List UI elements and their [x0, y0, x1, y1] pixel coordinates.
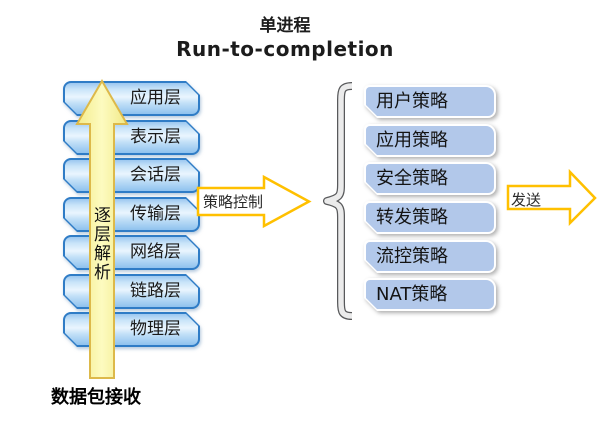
policy-box-fill: [366, 280, 494, 309]
layer-box-transport: 传输层: [63, 197, 200, 232]
layer-box-fill: [65, 276, 198, 307]
layer-label: 链路层: [130, 281, 181, 301]
layer-label: 网络层: [130, 242, 181, 262]
policy-box-border: [364, 124, 496, 157]
policy-box-border: [364, 85, 496, 118]
policy-box-border: [364, 201, 496, 234]
layer-box-fill: [65, 122, 198, 153]
layer-box-border: [63, 235, 200, 270]
layer-label: 表示层: [130, 127, 181, 147]
layer-box-fill: [65, 314, 198, 345]
policy-control-arrow-icon: [196, 174, 312, 229]
policy-box-nat: NAT策略: [364, 278, 496, 311]
policy-control-label: 策略控制: [202, 193, 263, 211]
send-label: 发送: [511, 191, 542, 209]
layer-label: 物理层: [130, 319, 181, 339]
layer-box-network: 网络层: [63, 235, 200, 270]
send-arrow-icon: [506, 168, 597, 226]
policy-box-security: 安全策略: [364, 162, 496, 195]
layer-box-physical: 物理层: [63, 312, 200, 347]
layer-box-fill: [65, 160, 198, 191]
packet-receive-label: 数据包接收: [51, 387, 141, 408]
policy-label: 流控策略: [376, 246, 448, 267]
title-line-chinese: 单进程: [259, 16, 311, 36]
layer-label: 传输层: [130, 204, 181, 224]
layer-box-link: 链路层: [63, 274, 200, 309]
policy-box-application: 应用策略: [364, 124, 496, 157]
layer-box-fill: [65, 199, 198, 230]
upward-arrow-icon: [75, 79, 129, 379]
policy-label: 安全策略: [376, 168, 448, 189]
layer-label: 应用层: [130, 88, 181, 108]
layer-box-fill: [65, 237, 198, 268]
title-line-english: Run-to-completion: [176, 37, 394, 62]
layer-box-border: [63, 197, 200, 232]
policy-label: 用户策略: [376, 91, 448, 112]
policy-label: 转发策略: [376, 207, 448, 228]
policy-box-border: [364, 162, 496, 195]
diagram-title: 单进程 Run-to-completion: [130, 16, 440, 62]
policy-box-fill: [366, 164, 494, 193]
layer-box-border: [63, 120, 200, 155]
layer-label: 会话层: [130, 165, 181, 185]
policy-box-border: [364, 240, 496, 273]
policy-box-fill: [366, 87, 494, 116]
policy-label: NAT策略: [376, 284, 448, 305]
policy-box-forwarding: 转发策略: [364, 201, 496, 234]
policy-box-fill: [366, 203, 494, 232]
policy-box-flow-control: 流控策略: [364, 240, 496, 273]
policy-box-border: [364, 278, 496, 311]
layer-box-session: 会话层: [63, 158, 200, 193]
parse-arrow-label: 逐层解析: [90, 206, 110, 282]
policy-box-fill: [366, 242, 494, 271]
policy-box-user: 用户策略: [364, 85, 496, 118]
policy-label: 应用策略: [376, 130, 448, 151]
policy-box-fill: [366, 126, 494, 155]
layer-box-border: [63, 274, 200, 309]
left-brace-icon: [323, 82, 353, 320]
layer-box-border: [63, 158, 200, 193]
layer-box-presentation: 表示层: [63, 120, 200, 155]
layer-box-border: [63, 312, 200, 347]
